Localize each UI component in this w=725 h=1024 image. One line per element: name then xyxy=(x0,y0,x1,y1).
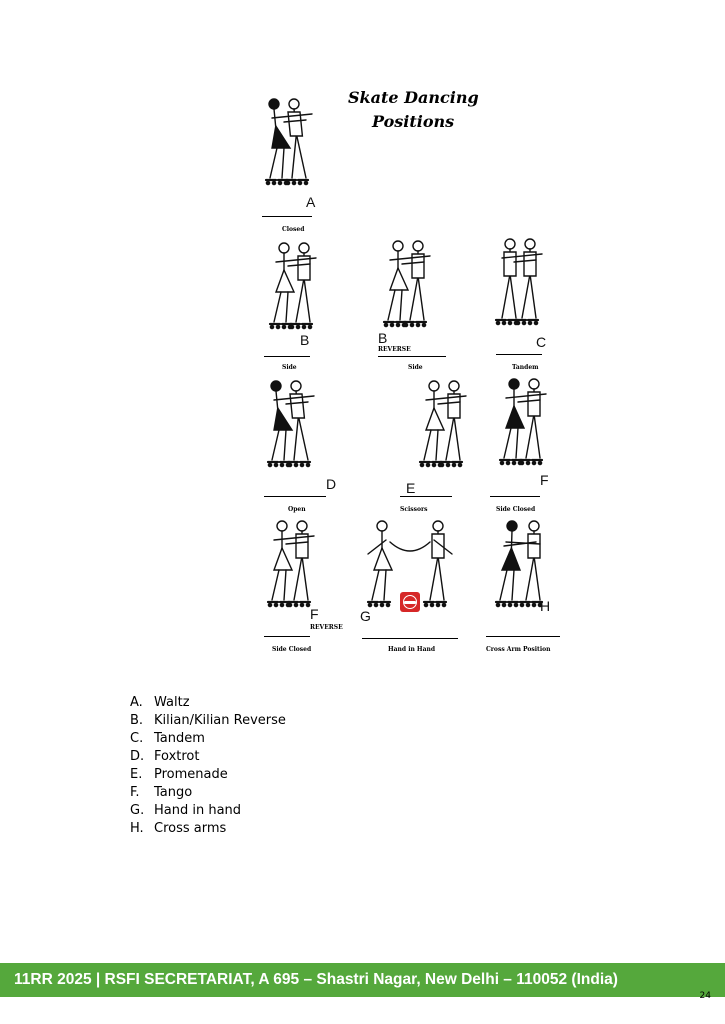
legend-text: Tango xyxy=(154,785,193,800)
panel-letter: B xyxy=(378,330,388,346)
legend-key: C. xyxy=(130,731,144,746)
footer-bar: 11RR 2025 | RSFI SECRETARIAT, A 695 – Sh… xyxy=(0,963,725,997)
skating-couple-illustration xyxy=(494,372,558,472)
panel-caption: Scissors xyxy=(400,506,428,513)
skating-couple-illustration xyxy=(378,234,442,334)
legend-text: Waltz xyxy=(154,695,190,710)
legend-text: Kilian/Kilian Reverse xyxy=(154,713,286,728)
caption-underline xyxy=(486,636,560,637)
legend-item: A. Waltz xyxy=(130,694,286,712)
figure-title-line2: Positions xyxy=(372,112,455,131)
panel-letter: B xyxy=(300,332,310,348)
skating-couple-illustration xyxy=(260,92,324,192)
legend-key: B. xyxy=(130,713,144,728)
positions-legend: A. Waltz B. Kilian/Kilian Reverse C. Tandem… xyxy=(130,694,286,838)
no-entry-icon xyxy=(400,592,420,612)
skate-dancing-positions-figure: Skate Dancing Positions Closed A Side B Side… xyxy=(250,82,570,660)
skating-couple-illustration xyxy=(262,374,326,474)
legend-text: Tandem xyxy=(154,731,205,746)
panel-caption: Hand in Hand xyxy=(388,646,436,653)
panel-caption: Closed xyxy=(282,226,305,233)
skating-couple-illustration xyxy=(488,514,552,614)
panel-letter: G xyxy=(360,608,371,624)
caption-underline xyxy=(264,356,310,357)
caption-underline xyxy=(362,638,458,639)
legend-text: Promenade xyxy=(154,767,228,782)
legend-item: H. Cross arms xyxy=(130,820,286,838)
panel-caption: Side xyxy=(282,364,297,371)
legend-key: D. xyxy=(130,749,145,764)
skating-couple-illustration xyxy=(414,374,478,474)
legend-item: F. Tango xyxy=(130,784,286,802)
panel-caption: Cross Arm Position xyxy=(486,646,551,653)
panel-caption: Side Closed xyxy=(272,646,312,653)
skating-couple-illustration xyxy=(264,236,328,336)
caption-underline xyxy=(496,354,542,355)
panel-letter: A xyxy=(306,194,316,210)
panel-caption: Side Closed xyxy=(496,506,536,513)
caption-underline xyxy=(262,216,312,217)
panel-caption: Tandem xyxy=(512,364,539,371)
footer-text: 11RR 2025 | RSFI SECRETARIAT, A 695 – Sh… xyxy=(14,971,618,988)
legend-key: A. xyxy=(130,695,143,710)
panel-caption: Side xyxy=(408,364,423,371)
caption-underline xyxy=(264,636,310,637)
legend-item: E. Promenade xyxy=(130,766,286,784)
legend-item: C. Tandem xyxy=(130,730,286,748)
caption-underline xyxy=(490,496,540,497)
legend-key: F. xyxy=(130,785,140,800)
panel-reverse-tag: REVERSE xyxy=(310,624,343,631)
skating-couple-illustration xyxy=(360,514,460,614)
legend-key: E. xyxy=(130,767,143,782)
legend-text: Cross arms xyxy=(154,821,227,836)
panel-reverse-tag: REVERSE xyxy=(378,346,411,353)
panel-letter: F xyxy=(310,606,319,622)
panel-letter: D xyxy=(326,476,337,492)
figure-title-line1: Skate Dancing xyxy=(348,88,479,107)
legend-item: D. Foxtrot xyxy=(130,748,286,766)
caption-underline xyxy=(378,356,446,357)
legend-key: H. xyxy=(130,821,144,836)
legend-text: Foxtrot xyxy=(154,749,200,764)
skating-couple-illustration xyxy=(490,232,554,332)
caption-underline xyxy=(264,496,326,497)
legend-text: Hand in hand xyxy=(154,803,242,818)
panel-letter: F xyxy=(540,472,549,488)
panel-letter: H xyxy=(540,598,551,614)
panel-letter: E xyxy=(406,480,416,496)
skating-couple-illustration xyxy=(262,514,326,614)
caption-underline xyxy=(400,496,452,497)
legend-item: G. Hand in hand xyxy=(130,802,286,820)
panel-caption: Open xyxy=(288,506,306,513)
legend-item: B. Kilian/Kilian Reverse xyxy=(130,712,286,730)
legend-key: G. xyxy=(130,803,145,818)
page-number: 24 xyxy=(699,991,711,1001)
panel-letter: C xyxy=(536,334,547,350)
